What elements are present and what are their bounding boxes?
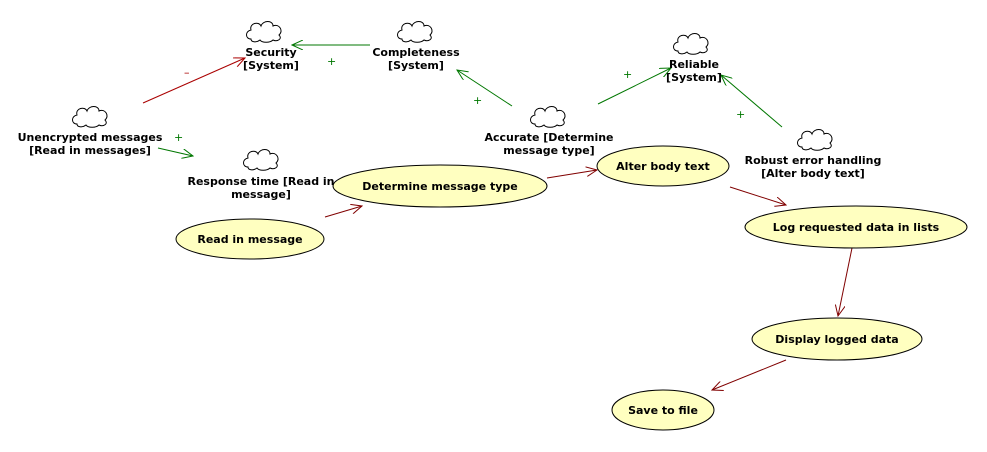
task-ellipse xyxy=(744,205,968,249)
flow-read-determine xyxy=(324,206,362,218)
link-unencrypted-response xyxy=(157,147,193,156)
softgoal-label-line: Response time [Read in xyxy=(187,175,334,188)
task-label: Determine message type xyxy=(362,180,517,193)
task-ellipse xyxy=(611,389,715,431)
softgoal-reliable[interactable]: Reliable [System] xyxy=(666,33,722,85)
cloud-icon xyxy=(246,21,282,43)
softgoal-label-line: [System] xyxy=(388,59,444,72)
cloud-icon xyxy=(673,33,709,55)
cloud-icon xyxy=(243,149,279,171)
softgoal-label-line: [System] xyxy=(243,59,299,72)
task-label: Display logged data xyxy=(775,333,898,346)
softgoal-label-line: Completeness xyxy=(372,46,460,59)
softgoal-unencrypted-messages[interactable]: Unencrypted messages [Read in messages] xyxy=(18,106,163,158)
cloud-icon xyxy=(72,106,108,128)
sign-unencrypted-response: + xyxy=(174,131,183,144)
flow-links xyxy=(324,170,853,390)
link-robust-reliable xyxy=(721,75,783,128)
flow-determine-alter xyxy=(546,170,597,179)
softgoal-label-line: [System] xyxy=(666,71,722,84)
contribution-signs: – + + + + + xyxy=(174,55,745,144)
task-determine-message-type[interactable]: Determine message type xyxy=(332,164,548,208)
link-accurate-completeness xyxy=(457,70,513,107)
task-ellipse xyxy=(596,145,730,187)
task-ellipse xyxy=(175,218,325,260)
sign-accurate-completeness: + xyxy=(473,94,482,107)
task-log-requested-data[interactable]: Log requested data in lists xyxy=(744,205,968,249)
cloud-icon xyxy=(397,21,433,43)
softgoal-label-line: message] xyxy=(231,188,291,201)
task-display-logged-data[interactable]: Display logged data xyxy=(751,317,923,361)
link-accurate-reliable xyxy=(597,68,671,105)
softgoal-label-line: message type] xyxy=(503,144,594,157)
softgoal-security[interactable]: Security [System] xyxy=(243,21,299,73)
softgoal-robust-error-handling[interactable]: Robust error handling [Alter body text] xyxy=(745,129,882,181)
softgoal-label-line: Security xyxy=(245,46,296,59)
sign-unencrypted-security: – xyxy=(184,66,190,79)
task-alter-body-text[interactable]: Alter body text xyxy=(596,145,730,187)
flow-log-display xyxy=(838,247,853,316)
cloud-icon xyxy=(530,106,566,128)
softgoal-completeness[interactable]: Completeness [System] xyxy=(372,21,460,73)
cloud-icon xyxy=(797,129,833,151)
softgoal-label-line: [Alter body text] xyxy=(761,167,865,180)
softgoal-label-line: Reliable xyxy=(669,58,719,71)
task-ellipse xyxy=(332,164,548,208)
task-label: Alter body text xyxy=(616,160,710,173)
sign-accurate-reliable: + xyxy=(623,68,632,81)
softgoal-label-line: [Read in messages] xyxy=(29,144,151,157)
sign-robust-reliable: + xyxy=(736,108,745,121)
link-unencrypted-security xyxy=(142,58,245,104)
task-ellipse xyxy=(751,317,923,361)
softgoal-accurate[interactable]: Accurate [Determine message type] xyxy=(484,106,614,158)
contribution-links xyxy=(142,45,783,156)
sign-completeness-security: + xyxy=(327,55,336,68)
task-read-in-message[interactable]: Read in message xyxy=(175,218,325,260)
task-save-to-file[interactable]: Save to file xyxy=(611,389,715,431)
task-label: Log requested data in lists xyxy=(773,221,940,234)
softgoal-label-line: Accurate [Determine xyxy=(484,131,613,144)
flow-display-save xyxy=(712,359,787,390)
softgoal-label-line: Unencrypted messages xyxy=(18,131,163,144)
softgoal-response-time[interactable]: Response time [Read in message] xyxy=(187,149,335,202)
softgoal-label-line: Robust error handling xyxy=(745,154,882,167)
task-label: Read in message xyxy=(197,233,302,246)
task-label: Save to file xyxy=(628,404,698,417)
flow-alter-log xyxy=(729,186,786,205)
